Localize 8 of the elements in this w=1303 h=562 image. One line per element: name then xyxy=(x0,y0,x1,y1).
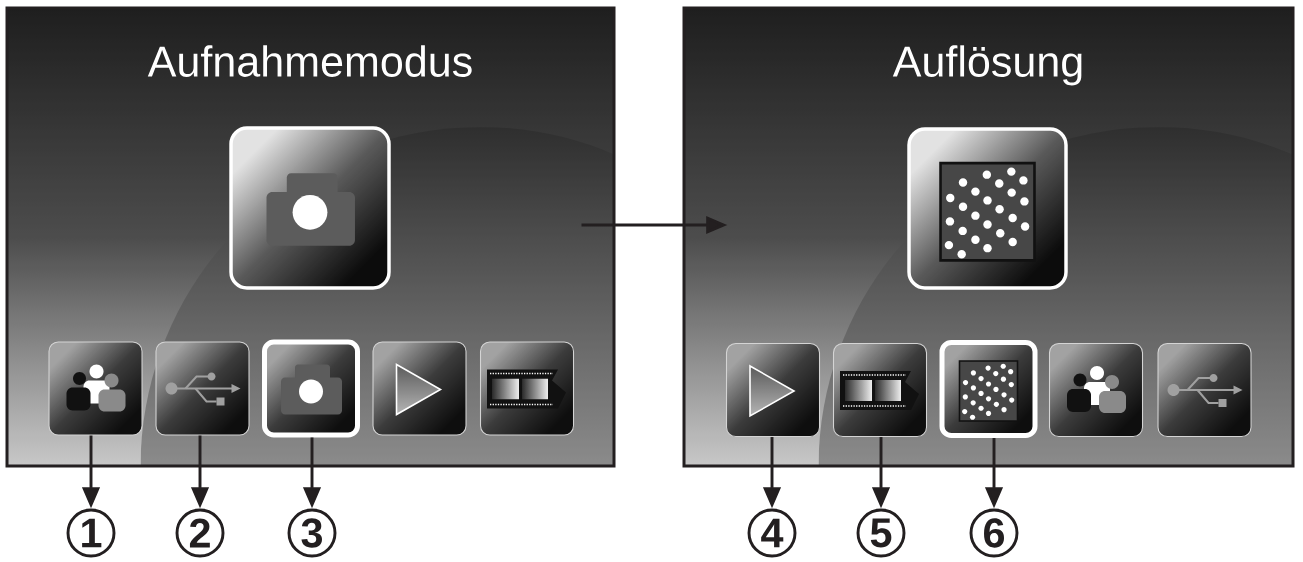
callout-number: 1 xyxy=(66,508,116,558)
callout-number: 6 xyxy=(969,508,1019,558)
callout-number: 3 xyxy=(287,508,337,558)
callout-number: 4 xyxy=(747,508,797,558)
screen-title: Auflösung xyxy=(892,45,1082,86)
callout-number: 2 xyxy=(175,508,225,558)
screen-title: Aufnahmemodus xyxy=(147,45,472,77)
callout-number: 5 xyxy=(856,508,906,558)
